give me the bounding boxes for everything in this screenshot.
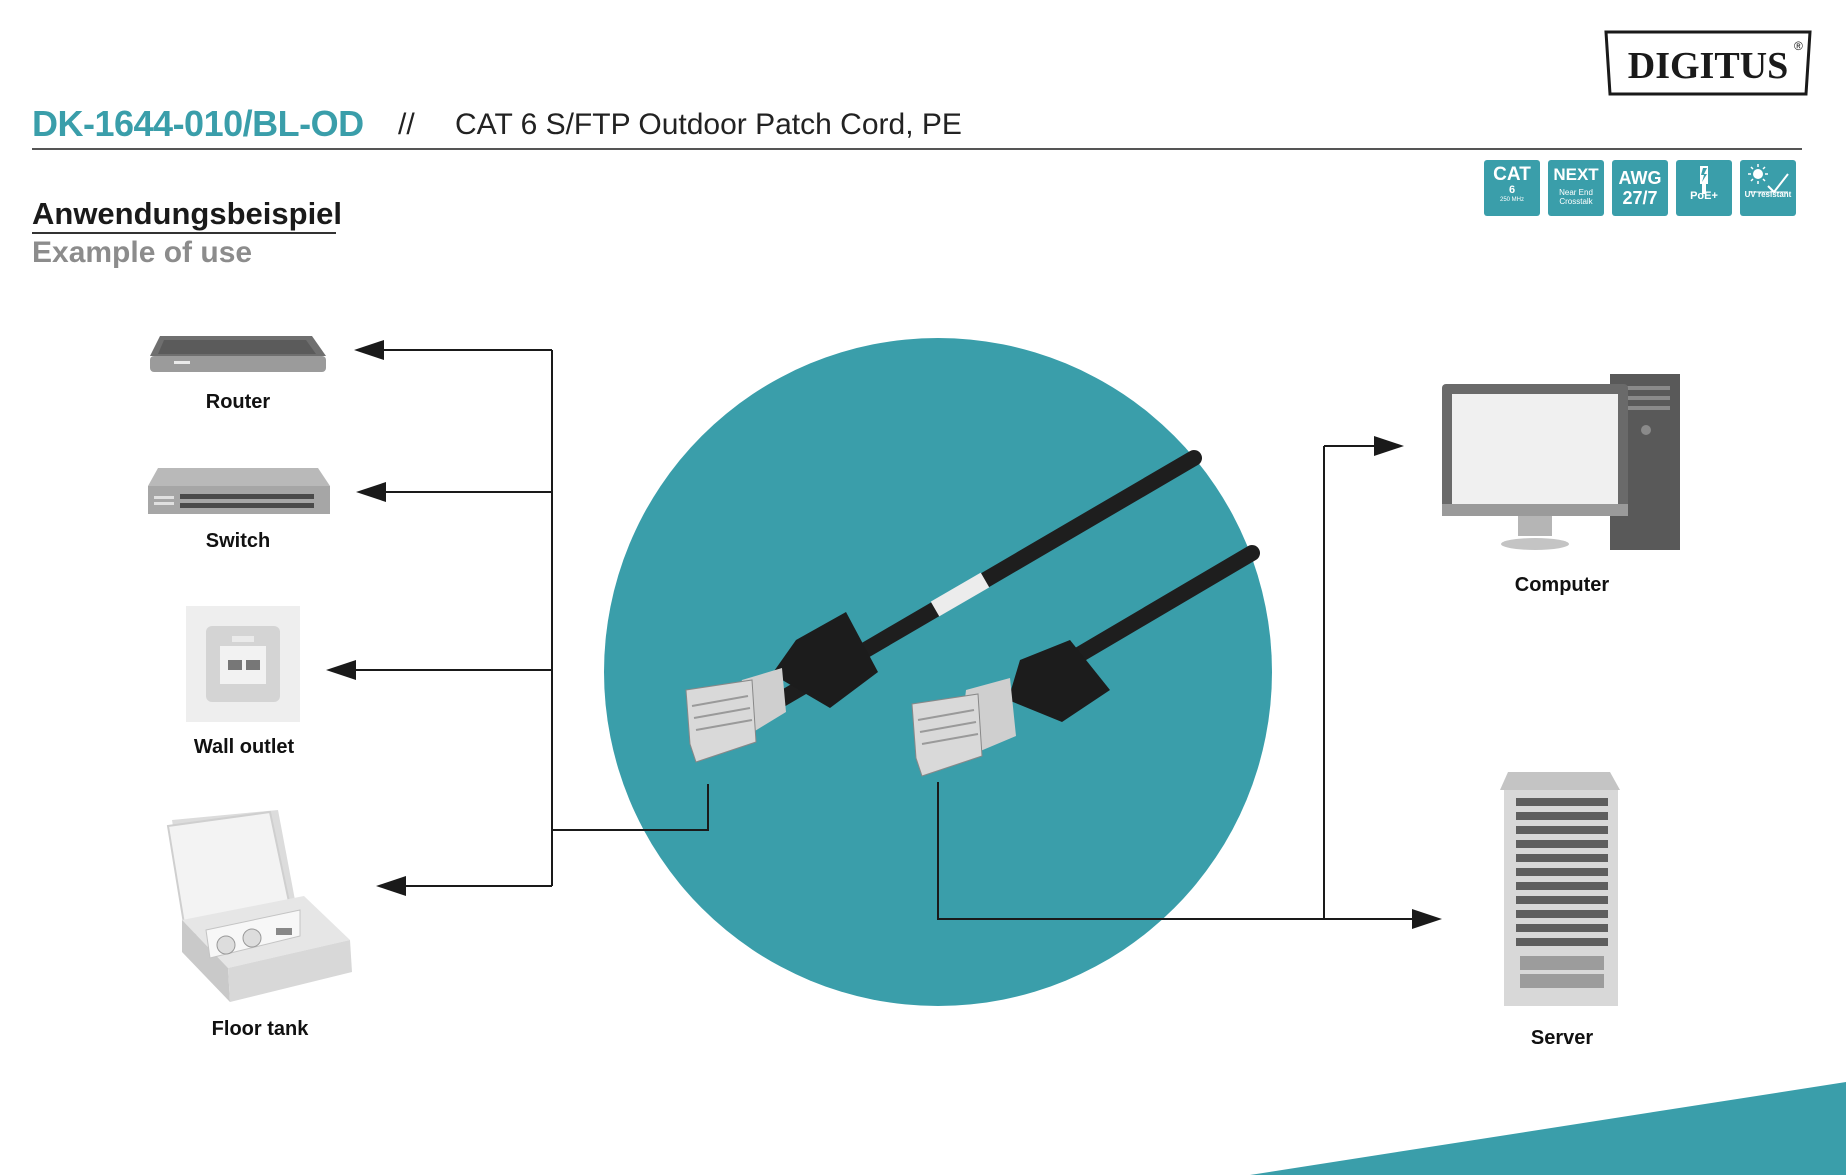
switch-icon	[148, 468, 330, 514]
product-code: DK-1644-010/BL-OD	[32, 103, 364, 144]
patch-cable-lower	[911, 545, 1260, 777]
arrowheads-left	[326, 340, 406, 896]
arrow-to-wall-outlet	[326, 660, 356, 680]
patch-cable-upper	[685, 450, 1202, 763]
badge-cat6: CAT 6 250 MHz	[1484, 160, 1540, 216]
badge-next-tiny: Crosstalk	[1559, 197, 1593, 206]
wall-outlet-icon	[186, 606, 300, 722]
arrow-to-switch	[356, 482, 386, 502]
floor-tank-icon	[166, 810, 352, 1002]
badge-awg: AWG 27/7	[1612, 160, 1668, 216]
sun-icon	[1740, 160, 1796, 194]
server-icon	[1500, 772, 1620, 1006]
decorative-wedge	[1250, 1082, 1846, 1175]
router-label: Router	[205, 391, 271, 413]
digitus-logo: DIGITUS ®	[1604, 30, 1812, 96]
title-separator: //	[398, 108, 415, 141]
server-label: Server	[1530, 1027, 1594, 1049]
router-icon	[150, 336, 326, 372]
badge-uv-caption: UV resistant	[1744, 190, 1792, 199]
brand-registered-mark: ®	[1794, 39, 1803, 53]
wall-outlet-label: Wall outlet	[193, 736, 295, 758]
badge-poe: PoE+	[1676, 160, 1732, 216]
product-title: CAT 6 S/FTP Outdoor Patch Cord, PE	[455, 108, 962, 141]
arrow-to-server	[1412, 909, 1442, 929]
arrow-to-computer	[1374, 436, 1404, 456]
connection-lines-right	[937, 445, 1430, 920]
poe-plug-icon	[1676, 160, 1732, 194]
badge-awg-sub: 27/7	[1622, 188, 1658, 208]
badge-next-main: NEXT	[1553, 165, 1599, 184]
arrow-to-router	[354, 340, 384, 360]
switch-label: Switch	[205, 530, 271, 552]
badge-cat6-tiny: 250 MHz	[1499, 197, 1524, 203]
badge-uv: UV resistant	[1740, 160, 1796, 216]
badge-cat6-sub: 6	[1508, 184, 1516, 196]
section-title-english: Example of use	[32, 236, 253, 269]
arrowheads-right	[1374, 436, 1442, 929]
arrow-to-floor-tank	[376, 876, 406, 896]
connection-lines-left	[352, 349, 709, 887]
badge-awg-main: AWG	[1618, 168, 1662, 188]
badge-next: NEXT Near End Crosstalk	[1548, 160, 1604, 216]
badge-next-sub: Near End	[1559, 188, 1593, 197]
header-divider	[32, 148, 1802, 150]
badge-poe-caption: PoE+	[1690, 190, 1718, 202]
badge-cat6-main: CAT	[1493, 164, 1531, 185]
section-title-german: Anwendungsbeispiel	[32, 196, 343, 231]
computer-label: Computer	[1514, 574, 1610, 596]
computer-icon	[1442, 374, 1680, 550]
brand-name: DIGITUS	[1628, 45, 1789, 87]
feature-badges: CAT 6 250 MHz NEXT Near End Crosstalk AW…	[1484, 160, 1796, 216]
floor-tank-label: Floor tank	[211, 1018, 309, 1040]
section-title-underline	[32, 232, 336, 234]
